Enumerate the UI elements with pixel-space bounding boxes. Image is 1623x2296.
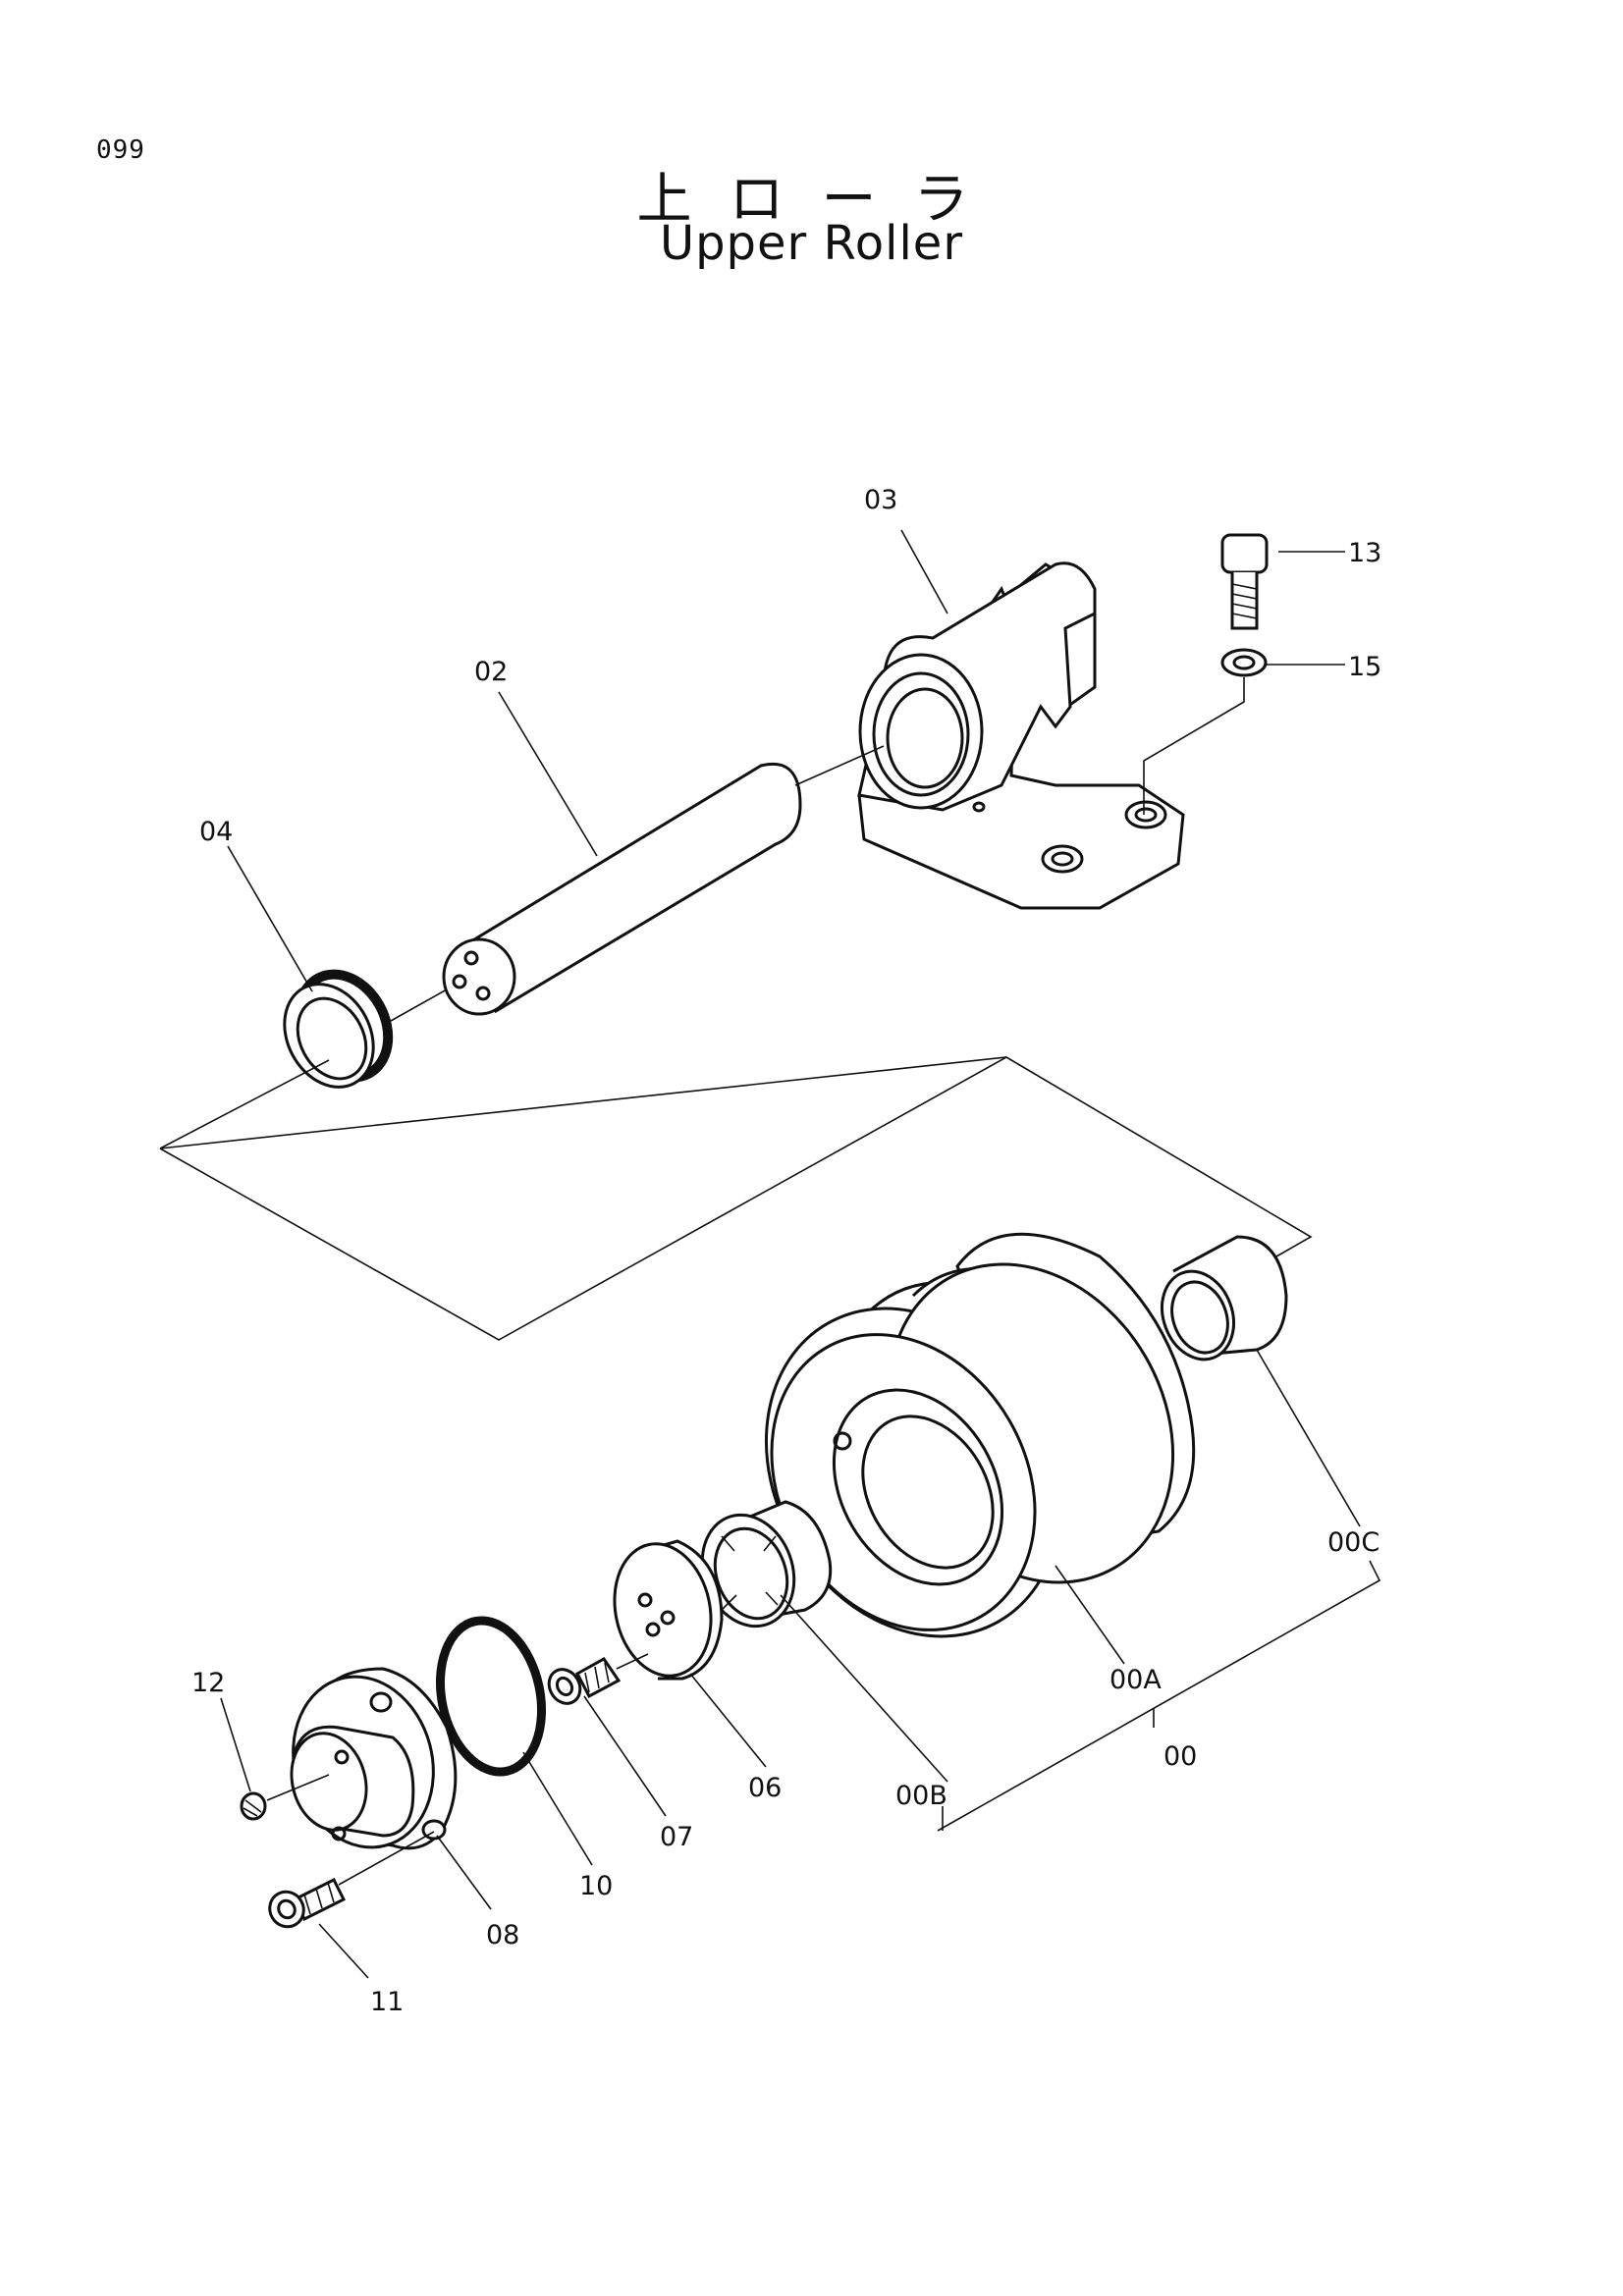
part-00A-roller [764, 1232, 1196, 1638]
title-japanese: 上ローラ [636, 168, 1006, 232]
leader-bolt-to-cover [338, 1831, 435, 1886]
label-06: 06 [748, 1773, 782, 1803]
label-00C: 00C [1327, 1527, 1380, 1558]
part-00C-bushing [1161, 1235, 1288, 1362]
part-13-bolt [1220, 533, 1269, 630]
part-02-shaft [442, 763, 802, 1016]
page-number: 099 [96, 135, 145, 165]
leader-shaft-to-bracket [794, 745, 885, 786]
label-00: 00 [1163, 1741, 1197, 1772]
title-english: Upper Roller [659, 216, 964, 271]
part-06-plate [613, 1539, 724, 1681]
label-00A: 00A [1109, 1665, 1162, 1695]
label-12: 12 [191, 1668, 225, 1698]
leader-screw-to-plate [616, 1653, 649, 1670]
label-02: 02 [474, 657, 508, 687]
leader-seal-to-shaft [390, 988, 448, 1022]
label-03: 03 [864, 485, 897, 515]
label-07: 07 [660, 1822, 693, 1852]
label-15: 15 [1348, 652, 1381, 682]
label-10: 10 [579, 1871, 613, 1901]
label-00B: 00B [895, 1781, 947, 1811]
part-10-oring [435, 1616, 547, 1777]
label-11: 11 [370, 1987, 404, 2017]
part-11-bolt [268, 1877, 347, 1929]
label-13: 13 [1348, 538, 1381, 568]
leader-bolt-to-bracket [1143, 677, 1245, 815]
callout-leaders [220, 529, 1381, 1979]
part-00B-collar [700, 1500, 833, 1629]
part-07-screw [547, 1657, 622, 1705]
label-08: 08 [486, 1920, 519, 1950]
part-15-washer [1220, 648, 1268, 677]
assembly-outline [159, 1056, 1313, 1341]
callout-labels: 03 13 15 02 04 00C 00A 00 00B 06 07 10 0… [191, 485, 1381, 2017]
part-12-plug [240, 1791, 267, 1821]
part-08-cover [290, 1667, 458, 1850]
part-04-seal [283, 969, 394, 1089]
leader-plug-to-cover [266, 1774, 330, 1801]
leader-seal-to-frame [159, 1059, 330, 1149]
part-03-bracket [857, 561, 1185, 910]
label-04: 04 [199, 817, 233, 847]
